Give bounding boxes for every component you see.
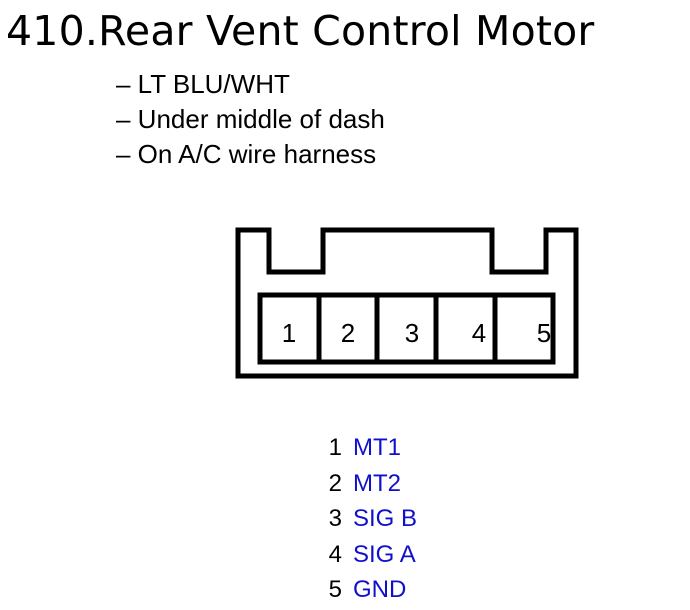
pinout-row: 5 GND bbox=[318, 572, 417, 608]
pinout-row: 1 MT1 bbox=[318, 430, 417, 466]
pinout-pin-number: 3 bbox=[328, 505, 342, 532]
page-title: 410.Rear Vent Control Motor bbox=[6, 7, 595, 55]
note-harness: – On A/C wire harness bbox=[116, 139, 377, 169]
connector-diagram: 1 2 3 4 5 bbox=[230, 220, 590, 389]
pinout-signal-name: MT1 bbox=[353, 434, 401, 461]
pinout-signal-name: MT2 bbox=[353, 469, 401, 497]
pin-cavity-row bbox=[257, 292, 556, 365]
pinout-pin-number: 2 bbox=[328, 469, 342, 497]
pin-label-1: 1 bbox=[282, 318, 296, 348]
pin-label-5: 5 bbox=[537, 318, 551, 348]
connector-svg: 1 2 3 4 5 bbox=[235, 227, 579, 379]
pinout-list: 1 MT1 2 MT2 3 SIG B 4 SIG A 5 GND bbox=[318, 430, 417, 608]
pinout-signal-name: SIG A bbox=[353, 540, 416, 568]
connector-notes: – LT BLU/WHT – Under middle of dash – On… bbox=[116, 67, 385, 172]
pinout-signal-name: SIG B bbox=[353, 505, 418, 532]
connector-housing bbox=[235, 227, 579, 379]
pin-label-4: 4 bbox=[472, 318, 486, 348]
pinout-row: 3 SIG B bbox=[318, 501, 417, 537]
pinout-pin-number: 4 bbox=[328, 540, 342, 568]
pin-label-2: 2 bbox=[341, 318, 355, 348]
pinout-signal-name: GND bbox=[353, 576, 407, 603]
pin-label-3: 3 bbox=[405, 318, 419, 348]
pinout-pin-number: 1 bbox=[328, 434, 342, 461]
note-wire-color: – LT BLU/WHT bbox=[116, 69, 290, 99]
pinout-row: 2 MT2 bbox=[318, 466, 417, 502]
note-location: – Under middle of dash bbox=[116, 104, 385, 134]
pinout-pin-number: 5 bbox=[328, 576, 342, 603]
pinout-row: 4 SIG A bbox=[318, 537, 417, 573]
